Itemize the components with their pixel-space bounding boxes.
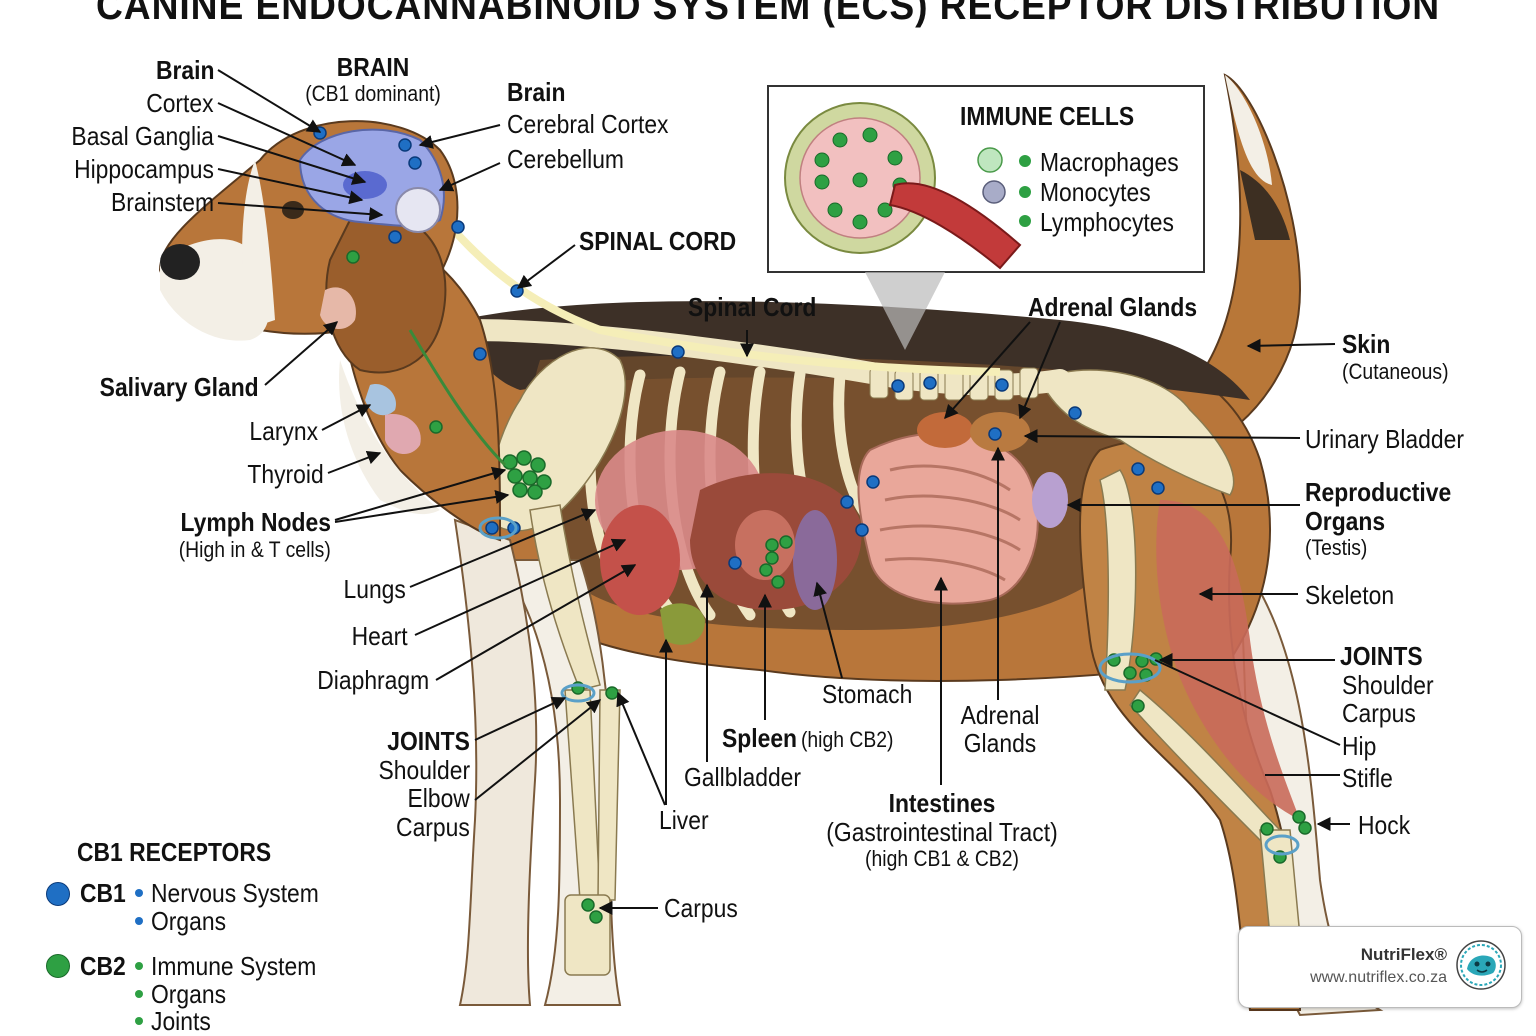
- joints-right-carpus: Carpus: [1342, 698, 1416, 728]
- eye: [282, 201, 304, 219]
- label-basal-ganglia: Basal Ganglia: [71, 121, 214, 151]
- immune-heading: IMMUNE CELLS: [960, 101, 1135, 131]
- joints-left-heading: JOINTS: [387, 726, 470, 756]
- label-intestines-sub1: (Gastrointestinal Tract): [826, 817, 1058, 847]
- label-cortex: Cortex: [146, 88, 214, 118]
- legend-cb2-bullet: [135, 990, 143, 998]
- legend-heading: CB1 RECEPTORS: [77, 837, 272, 867]
- joints-right-shoulder: Shoulder: [1342, 670, 1434, 700]
- label-intestines-sub2: (high CB1 & CB2): [865, 846, 1019, 871]
- spinal-cord: [437, 212, 1001, 376]
- label-carpus-bottom: Carpus: [664, 893, 738, 923]
- spleen: [793, 510, 837, 610]
- legend-cb1-item-0: Nervous System: [151, 878, 319, 908]
- joints-right-hip: Hip: [1342, 731, 1377, 761]
- legend-cb1-bullet: [135, 889, 143, 897]
- thyroid: [385, 414, 421, 455]
- tail: [1178, 73, 1302, 452]
- immune-item-monocytes: Monocytes: [1040, 177, 1151, 207]
- legend-cb1-swatch: [46, 882, 70, 906]
- brand-badge[interactable]: NutriFlex® www.nutriflex.co.za: [1238, 926, 1522, 1008]
- label-urinary-bladder: Urinary Bladder: [1305, 424, 1464, 454]
- label-reproductive-1: Reproductive: [1305, 477, 1452, 507]
- legend-cb2-item-1: Organs: [151, 979, 227, 1009]
- adrenal-glands: [917, 412, 973, 448]
- label-skin: Skin: [1342, 329, 1391, 359]
- label-spinal-cord: Spinal Cord: [688, 292, 817, 322]
- legend-cb2-swatch: [46, 954, 70, 978]
- label-adrenal-bottom-1: Adrenal: [960, 700, 1040, 730]
- label-lungs: Lungs: [343, 574, 406, 604]
- lymph-cluster: [502, 450, 552, 500]
- legend-cb2-item-0: Immune System: [151, 951, 317, 981]
- label-spleen-group: Spleen (high CB2): [722, 725, 893, 751]
- label-liver: Liver: [659, 805, 709, 835]
- joints-left-shoulder: Shoulder: [378, 755, 470, 785]
- brand-name: NutriFlex®: [1360, 945, 1447, 964]
- immune-item-lymphocytes: Lymphocytes: [1040, 207, 1174, 237]
- page-title: CANINE ENDOCANNABINOID SYSTEM (ECS) RECE…: [96, 0, 1441, 28]
- blood-vessel: [888, 182, 1022, 270]
- legend-cb1-bullet: [135, 917, 143, 925]
- joints-right-hock: Hock: [1358, 810, 1411, 840]
- joints-left-elbow: Elbow: [407, 783, 470, 813]
- legend-cb2-item-2: Joints: [151, 1006, 211, 1036]
- joints-left-carpus: Carpus: [396, 812, 470, 842]
- label-skeleton: Skeleton: [1305, 580, 1395, 610]
- heart: [600, 505, 680, 615]
- label-brainstem: Brainstem: [110, 187, 214, 217]
- intestines: [857, 432, 1039, 605]
- label-reproductive-sub: (Testis): [1305, 535, 1368, 560]
- cerebellum: [395, 187, 441, 233]
- larynx: [365, 384, 396, 416]
- label-skin-sub: (Cutaneous): [1342, 359, 1449, 384]
- label-salivary-gland: Salivary Gland: [100, 372, 259, 402]
- label-cerebellum: Cerebellum: [507, 144, 624, 174]
- label-lymph-nodes-sub: (High in & T cells): [178, 537, 331, 562]
- label-spleen-sub: (high CB2): [800, 727, 894, 752]
- spinal-cord-heading: SPINAL CORD: [579, 226, 737, 256]
- joints-right-heading: JOINTS: [1340, 641, 1423, 671]
- label-stomach: Stomach: [822, 679, 913, 709]
- label-larynx: Larynx: [249, 416, 318, 446]
- label-reproductive-2: Organs: [1305, 506, 1386, 536]
- label-brain-left: Brain: [155, 55, 214, 85]
- cb1-dots: [313, 126, 1165, 570]
- legend-cb1-item-1: Organs: [151, 906, 227, 936]
- label-thyroid: Thyroid: [247, 459, 324, 489]
- nose: [160, 244, 200, 280]
- brain-subheading: (CB1 dominant): [305, 81, 441, 106]
- legend-cb2-tag: CB2: [80, 951, 126, 981]
- brain-heading: BRAIN: [336, 52, 410, 82]
- label-adrenal-glands-top: Adrenal Glands: [1028, 292, 1198, 322]
- label-heart: Heart: [352, 621, 408, 651]
- label-cerebral-cortex: Cerebral Cortex: [507, 109, 669, 139]
- legend-cb2-bullet: [135, 962, 143, 970]
- legend-cb2-bullet: [135, 1017, 143, 1025]
- legend-cb1-tag: CB1: [80, 878, 126, 908]
- label-spleen: Spleen: [722, 723, 798, 753]
- label-lymph-nodes: Lymph Nodes: [180, 507, 331, 537]
- label-gallbladder: Gallbladder: [684, 762, 802, 792]
- immune-item-macrophages: Macrophages: [1040, 147, 1179, 177]
- label-intestines: Intestines: [888, 788, 996, 818]
- gallbladder: [660, 603, 705, 645]
- label-adrenal-bottom-2: Glands: [963, 728, 1037, 758]
- label-brain-right: Brain: [507, 77, 566, 107]
- salivary-gland: [320, 287, 356, 330]
- urinary-bladder: [1032, 472, 1068, 528]
- label-hippocampus: Hippocampus: [74, 154, 214, 184]
- label-diaphragm: Diaphragm: [317, 665, 429, 695]
- joints-right-stifle: Stifle: [1342, 763, 1393, 793]
- brand-url[interactable]: www.nutriflex.co.za: [1310, 969, 1447, 986]
- nutriflex-logo-icon: [1456, 940, 1506, 990]
